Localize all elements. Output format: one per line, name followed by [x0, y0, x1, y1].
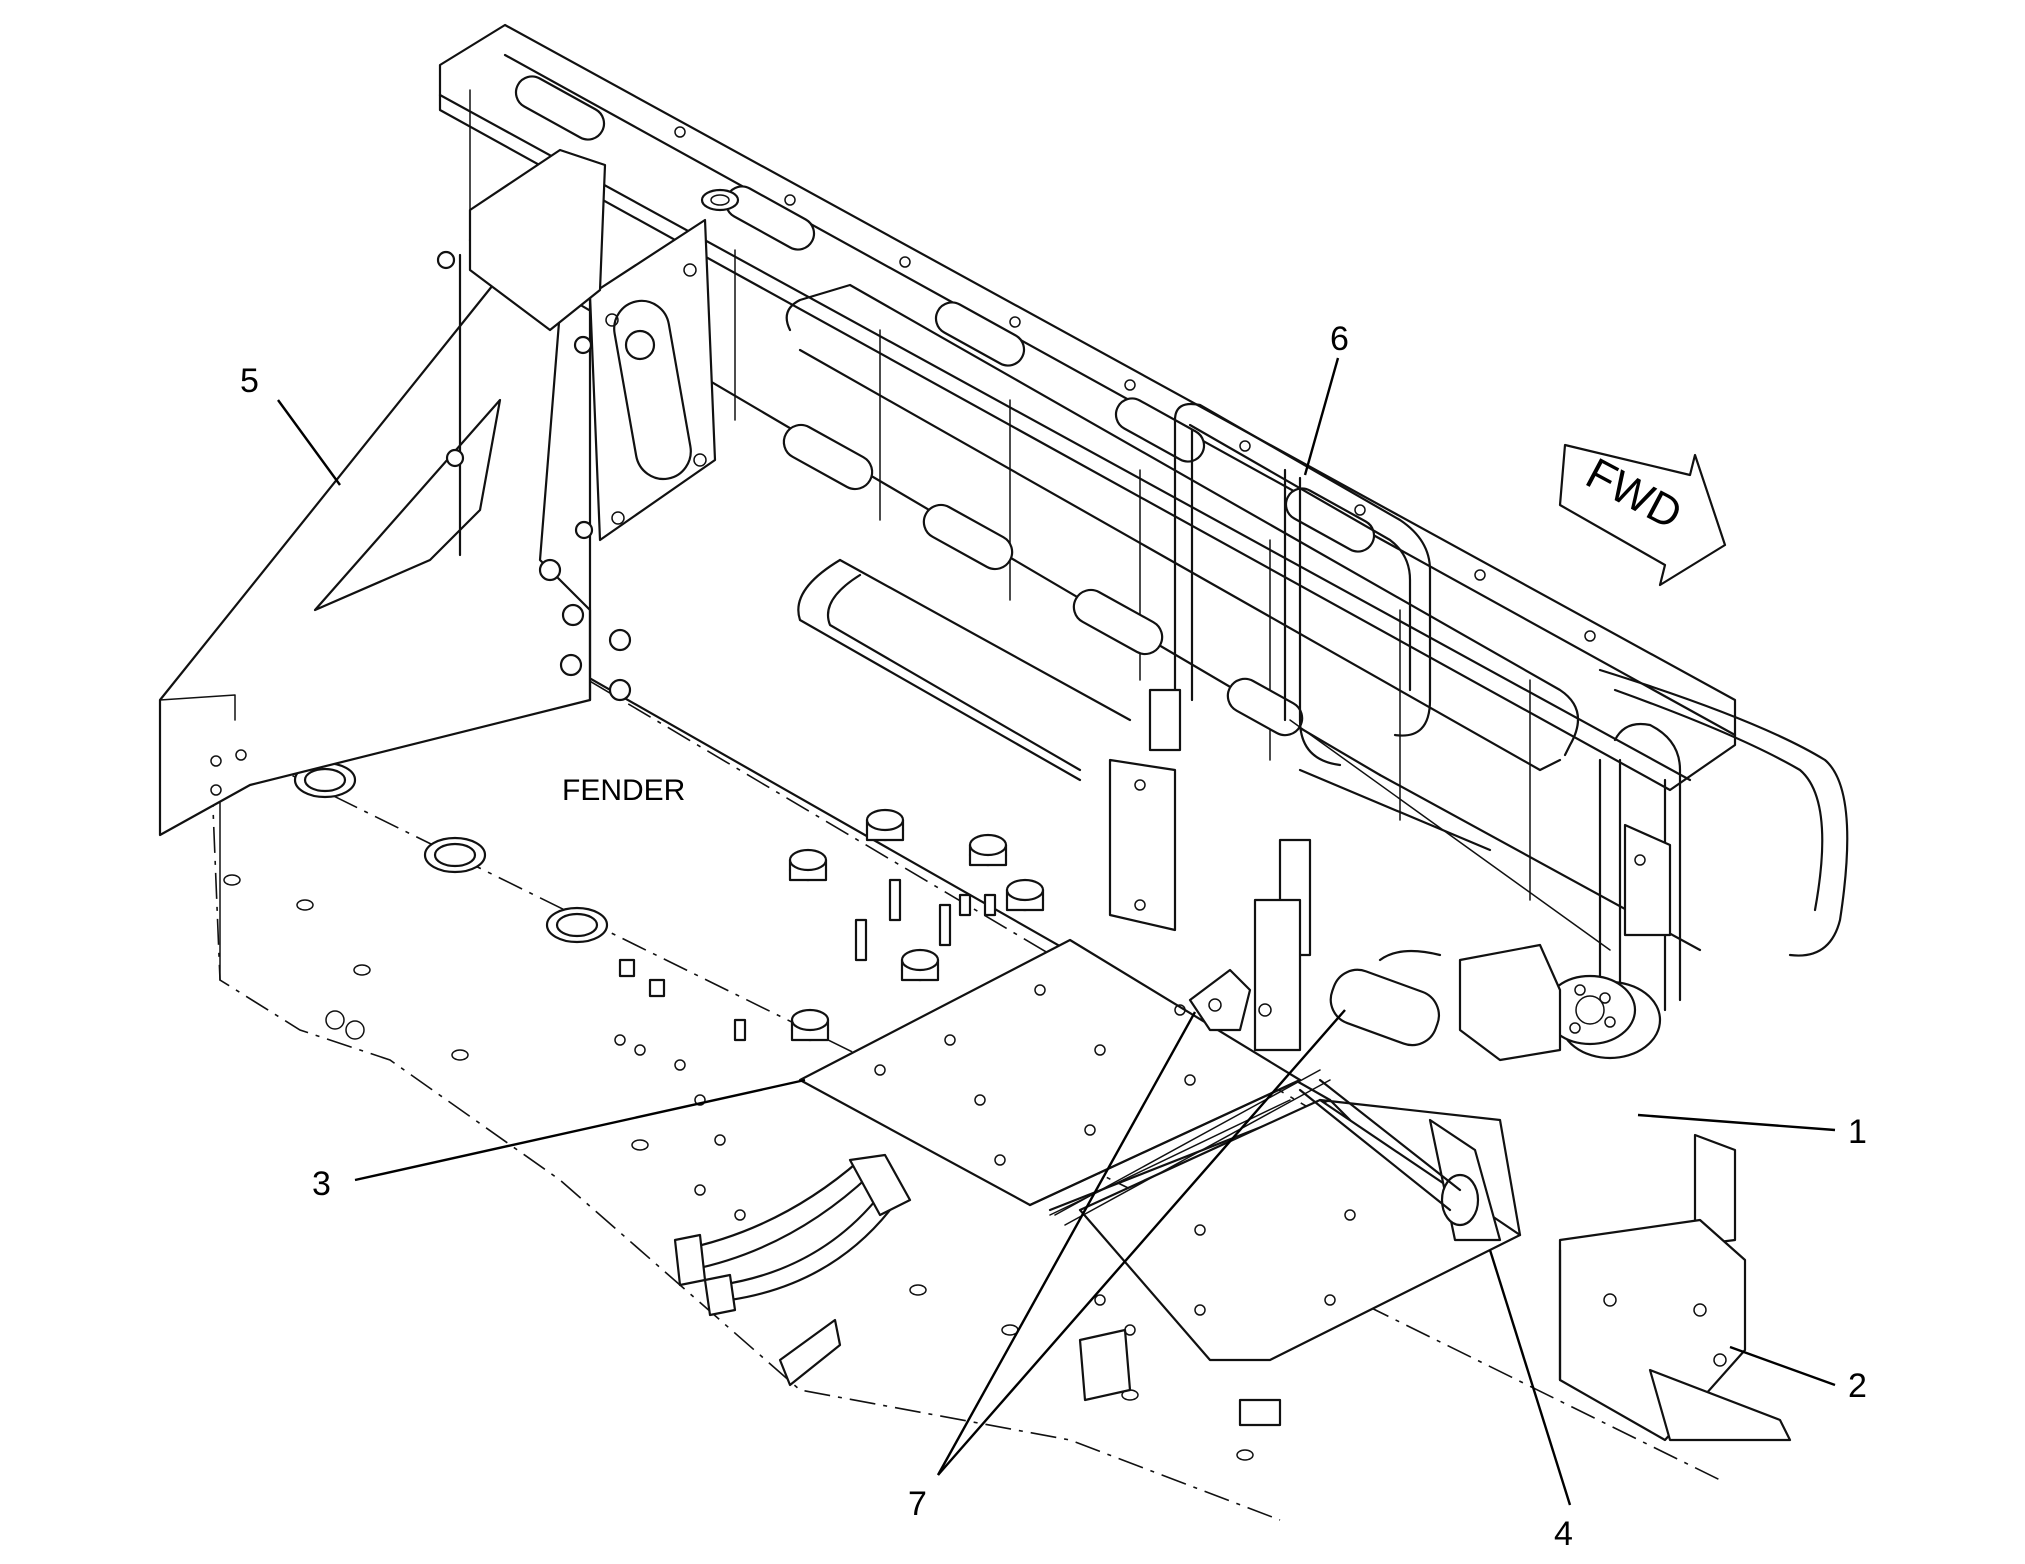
leader-5 [277, 399, 341, 486]
hose-assembly [673, 1153, 1282, 1427]
callout-numbers: 1 2 3 4 5 6 7 [240, 320, 1867, 1553]
callout-7: 7 [908, 1485, 927, 1523]
skirt-holes [223, 874, 1254, 1461]
leader-7 [936, 1011, 1197, 1476]
forward-arrow: FWD [1558, 443, 1727, 587]
motor-assembly [1329, 943, 1662, 1062]
leader-3 [354, 1078, 806, 1182]
callout-3: 3 [312, 1165, 331, 1203]
leader-1 [1637, 1113, 1836, 1132]
callout-2: 2 [1848, 1367, 1867, 1405]
pivot-plate [468, 148, 740, 542]
hinge-line-2 [1064, 1079, 1331, 1226]
hinge-line [1054, 1069, 1321, 1216]
callout-5: 5 [240, 362, 259, 400]
callout-4: 4 [1554, 1515, 1573, 1553]
callout-6: 6 [1330, 320, 1349, 358]
pivot-fitting-7 [1188, 968, 1272, 1032]
callout-leaders [277, 357, 1836, 1506]
leader-7b [937, 1009, 1346, 1476]
leader-6 [1303, 357, 1340, 476]
mounting-studs [618, 808, 1045, 1042]
callout-1: 1 [1848, 1113, 1867, 1151]
support-bracket-5 [158, 250, 632, 837]
handrail-6 [785, 283, 1849, 1022]
rail-brackets [1108, 688, 1737, 1402]
fender-label: FENDER [562, 774, 685, 807]
leader-2 [1729, 1345, 1836, 1387]
leader-4 [1488, 1249, 1572, 1506]
cover-panel-4 [1078, 1078, 1522, 1362]
step-assembly [1558, 1218, 1792, 1442]
